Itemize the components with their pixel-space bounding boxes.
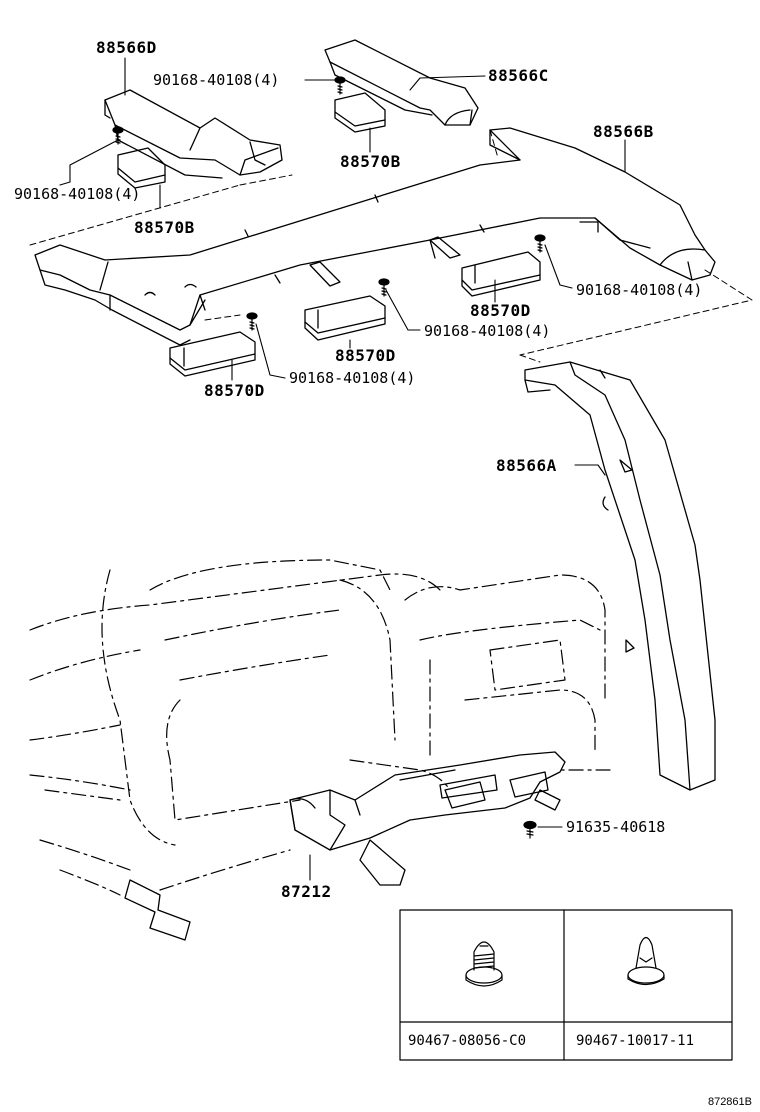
pad-88570D-mid bbox=[304, 295, 386, 341]
fastener-table bbox=[399, 909, 733, 1061]
clip-icon-2 bbox=[627, 936, 665, 986]
duct-88566B bbox=[34, 127, 716, 346]
part-label-88570D-mid: 88570D bbox=[335, 346, 396, 365]
part-label-87212: 87212 bbox=[281, 882, 332, 901]
pad-88570B-top bbox=[334, 92, 386, 133]
clip-icon-1 bbox=[465, 941, 503, 987]
duct-88566D bbox=[104, 89, 283, 179]
screw-label-mid: 90168-40108(4) bbox=[424, 322, 551, 340]
diagram-reference-code: 872861B bbox=[707, 1096, 752, 1108]
vehicle-outline bbox=[29, 559, 611, 896]
clip-part-number-1: 90467-08056-C0 bbox=[408, 1033, 527, 1049]
leader-lines bbox=[59, 57, 626, 881]
floor-brackets bbox=[124, 789, 561, 941]
duct-88566C bbox=[324, 39, 479, 126]
screw-label-right: 90168-40108(4) bbox=[576, 281, 703, 299]
part-label-88570D-left: 88570D bbox=[204, 381, 265, 400]
screw-label-left: 90168-40108(4) bbox=[14, 185, 141, 203]
screw-label-low: 90168-40108(4) bbox=[289, 369, 416, 387]
screw-label-top: 90168-40108(4) bbox=[153, 71, 280, 89]
duct-88566A bbox=[524, 361, 716, 791]
clip-part-number-2: 90467-10017-11 bbox=[576, 1033, 695, 1049]
duct-87212 bbox=[289, 751, 566, 851]
part-label-88566C: 88566C bbox=[488, 66, 549, 85]
pad-88570D-right bbox=[461, 251, 541, 297]
part-label-88566D: 88566D bbox=[96, 38, 157, 57]
part-label-91635: 91635-40618 bbox=[566, 818, 666, 836]
pad-88570D-left bbox=[169, 331, 256, 377]
guide-lines bbox=[29, 129, 753, 363]
part-label-88570B-top: 88570B bbox=[340, 152, 401, 171]
part-label-88570D-right: 88570D bbox=[470, 301, 531, 320]
pad-88570B-left bbox=[117, 147, 166, 189]
part-label-88566B: 88566B bbox=[593, 122, 654, 141]
screw-icons bbox=[112, 76, 546, 839]
part-label-88566A: 88566A bbox=[496, 456, 557, 475]
part-label-88570B-left: 88570B bbox=[134, 218, 195, 237]
